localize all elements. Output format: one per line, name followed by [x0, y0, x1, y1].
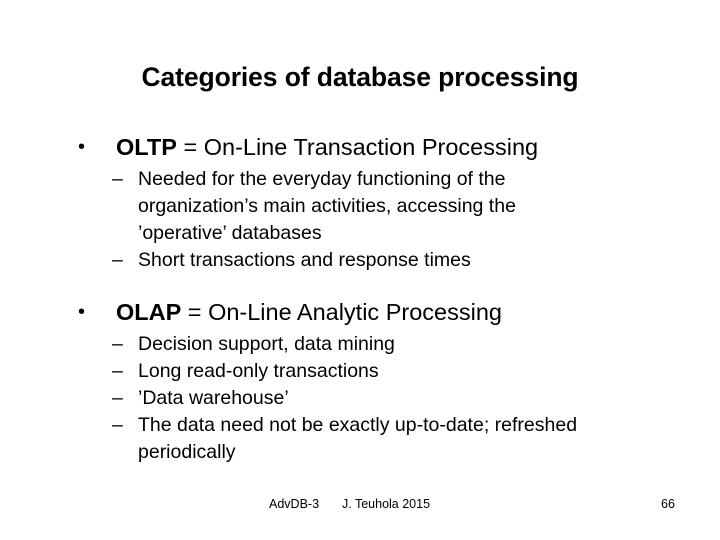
sub-list-olap: – Decision support, data mining – Long r… — [0, 331, 720, 466]
sub-bullet-line: Decision support, data mining — [138, 333, 395, 355]
dash-marker-icon: – — [112, 333, 123, 355]
sub-bullet-item: – The data need not be exactly up-to-dat… — [0, 412, 720, 466]
sub-bullet-line: ’Data warehouse’ — [138, 387, 289, 409]
sub-bullet-line: periodically — [138, 441, 236, 463]
bullet-marker-icon: • — [78, 301, 86, 323]
sub-bullet-item: – Needed for the everyday functioning of… — [0, 166, 720, 247]
sub-bullet-line: organization’s main activities, accessin… — [138, 195, 516, 217]
dash-marker-icon: – — [112, 414, 123, 436]
sub-bullet-item: – Decision support, data mining — [0, 331, 720, 358]
sub-bullet-line: ’operative’ databases — [138, 222, 322, 244]
page-title: Categories of database processing — [141, 62, 579, 92]
sub-bullet-item: – ’Data warehouse’ — [0, 385, 720, 412]
sub-bullet-line: Short transactions and response times — [138, 249, 471, 271]
slide-content-body: • OLTP = On-Line Transaction Processing … — [0, 132, 720, 466]
dash-marker-icon: – — [112, 360, 123, 382]
section-spacer — [0, 274, 720, 297]
dash-marker-icon: – — [112, 168, 123, 190]
definition-oltp: = On-Line Transaction Processing — [176, 134, 539, 160]
bullet-item-oltp: • OLTP = On-Line Transaction Processing — [0, 132, 720, 162]
bullet-item-olap: • OLAP = On-Line Analytic Processing — [0, 297, 720, 327]
term-oltp: OLTP — [116, 134, 177, 160]
dash-marker-icon: – — [112, 249, 123, 271]
slide-footer: AdvDB-3 J. Teuhola 2015 66 — [0, 496, 720, 516]
footer-course-label: AdvDB-3 — [269, 497, 320, 511]
sub-bullet-item: – Long read-only transactions — [0, 358, 720, 385]
sub-list-oltp: – Needed for the everyday functioning of… — [0, 166, 720, 274]
bullet-marker-icon: • — [78, 136, 86, 158]
footer-author-label: J. Teuhola 2015 — [342, 497, 431, 511]
term-olap: OLAP — [116, 299, 182, 325]
definition-olap: = On-Line Analytic Processing — [181, 299, 502, 325]
sub-bullet-line: Needed for the everyday functioning of t… — [138, 168, 506, 190]
dash-marker-icon: – — [112, 387, 123, 409]
sub-bullet-line: Long read-only transactions — [138, 360, 379, 382]
sub-bullet-item: – Short transactions and response times — [0, 247, 720, 274]
sub-bullet-line: The data need not be exactly up-to-date;… — [138, 414, 578, 436]
footer-page-number: 66 — [661, 497, 675, 511]
